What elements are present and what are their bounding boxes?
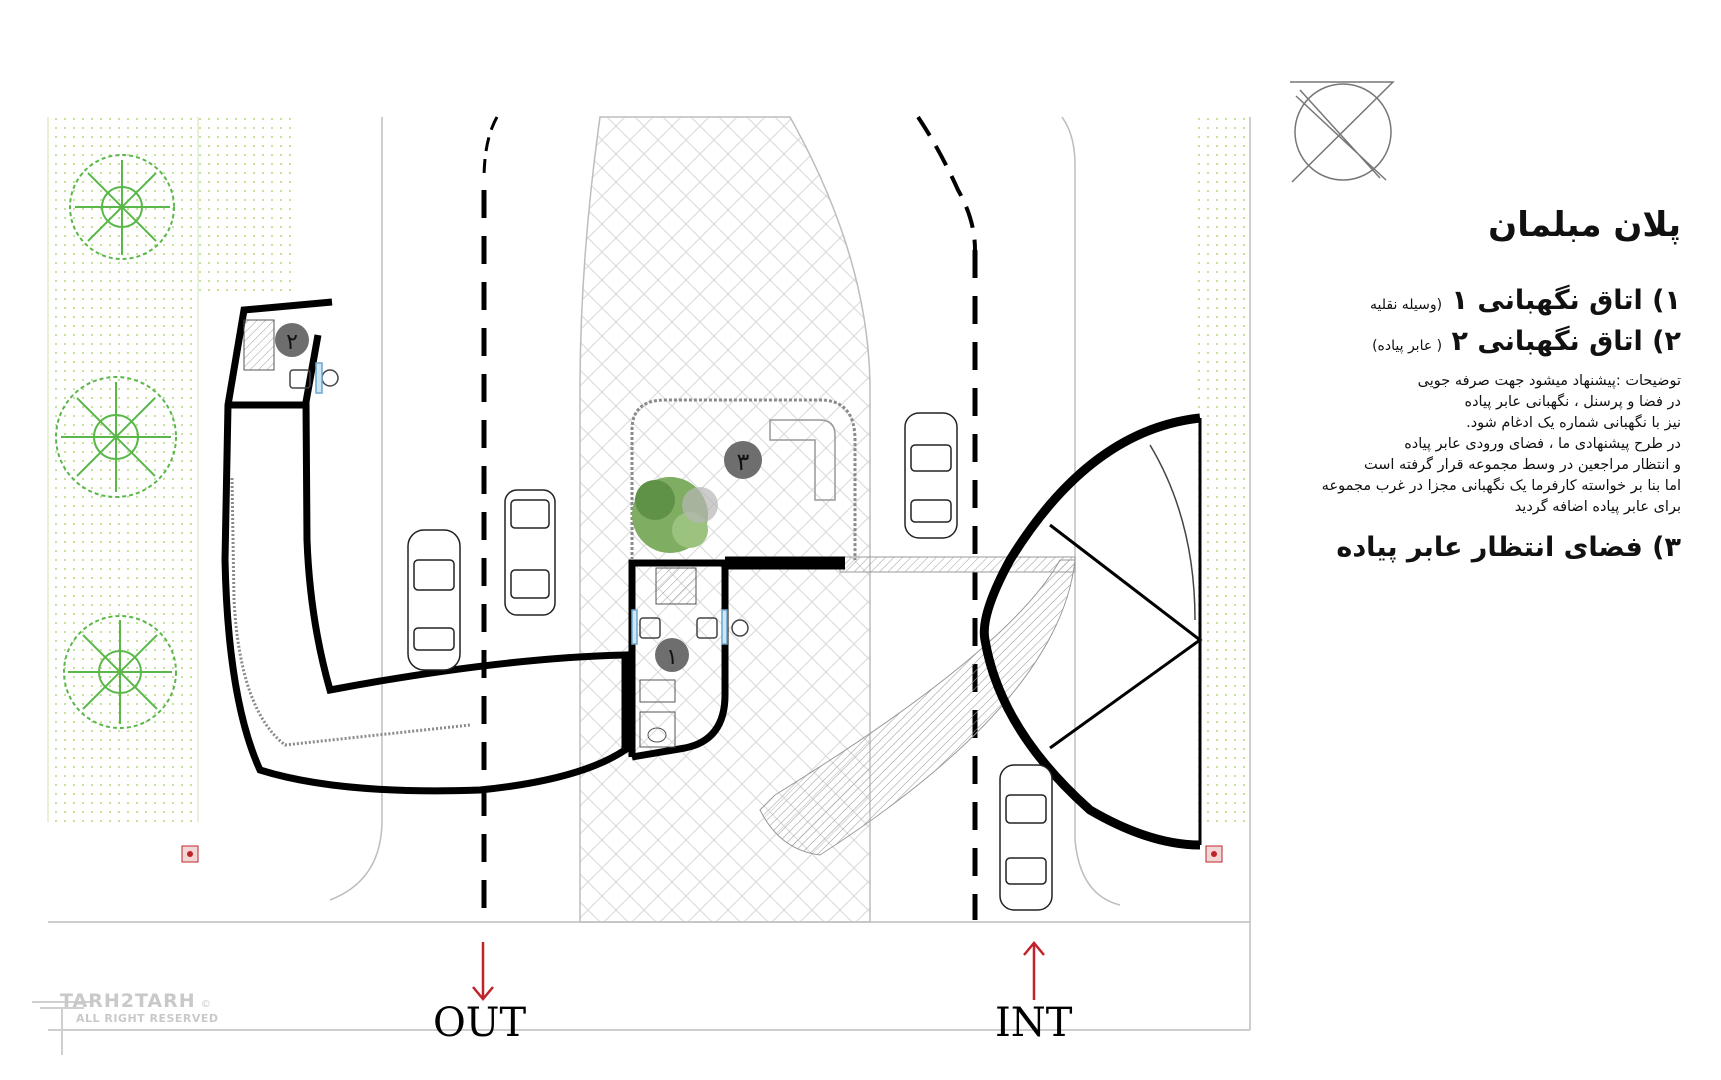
legend-item-waiting: ۳) فضای انتظار عابر پیاده	[1211, 532, 1681, 563]
canopy-arc	[1149, 444, 1196, 621]
out-label: OUT	[433, 1000, 527, 1046]
car-icon	[504, 489, 556, 616]
desk-chair-icon	[289, 362, 339, 394]
notes-block: توضیحات :پیشنهاد میشود جهت صرفه جویی در …	[1211, 371, 1681, 518]
note-line: در طرح پیشنهادی ما ، فضای ورودی عابر پیا…	[1404, 436, 1681, 452]
in-label: INT	[995, 1000, 1073, 1046]
legend-number: ۲)	[1652, 326, 1681, 357]
lane-curve-in	[916, 115, 977, 251]
legend-sub: ( عابر پیاده)	[1372, 338, 1443, 354]
watermark-sub: ALL RIGHT RESERVED	[76, 1012, 219, 1025]
desk-chair-icon	[631, 609, 749, 645]
legend-label: فضای انتظار عابر پیاده	[1336, 532, 1643, 563]
planter	[769, 419, 836, 501]
out-arrow-icon	[472, 942, 494, 1001]
in-arrow-icon	[1023, 941, 1045, 1000]
watermark-brand: TARH2TARH ©	[60, 990, 211, 1012]
note-line: برای عابر پیاده اضافه گردید	[1514, 499, 1681, 515]
note-line: توضیحات :پیشنهاد میشود جهت صرفه جویی	[1417, 373, 1681, 389]
stair-hatch	[655, 567, 697, 605]
marker-1-circle	[655, 638, 689, 672]
marker-3-circle	[724, 441, 762, 479]
legend-label: اتاق نگهبانی ۲	[1451, 326, 1643, 357]
watermark-logo-icon	[32, 1001, 92, 1055]
site-pin-icon	[1205, 845, 1223, 863]
legend-panel: پلان مبلمان ۱) اتاق نگهبانی ۱ (وسیله نقل…	[1211, 205, 1681, 573]
restroom-fixtures	[639, 679, 676, 748]
note-line: نیز با نگهبانی شماره یک ادغام شود.	[1466, 415, 1681, 431]
legend-sub: (وسیله نقلیه	[1370, 297, 1443, 313]
tree-icon	[55, 376, 177, 498]
lane-curve-out	[482, 116, 499, 181]
legend-number: ۱)	[1652, 285, 1681, 316]
legend-item-guard-1: ۱) اتاق نگهبانی ۱ (وسیله نقلیه	[1211, 285, 1681, 316]
tree-icon	[69, 154, 175, 260]
legend-number: ۳)	[1652, 532, 1681, 563]
note-line: اما بنا بر خواسته کارفرما یک نگهبانی مجز…	[1321, 478, 1681, 494]
pedestrian-ramp	[759, 559, 1076, 856]
legend-label: اتاق نگهبانی ۱	[1451, 285, 1643, 316]
bench-row	[230, 477, 471, 747]
note-line: و انتظار مراجعین در وسط مجموعه قرار گرفت…	[1364, 457, 1681, 473]
marker-2-circle	[275, 323, 309, 357]
note-line: در فضا و پرسنل ، نگهبانی عابر پیاده	[1464, 394, 1681, 410]
stair-hatch	[243, 319, 275, 371]
waiting-area-outline	[630, 398, 857, 560]
marker-3-label: ۳	[737, 448, 750, 476]
tree-icon	[632, 477, 718, 553]
car-icon	[904, 412, 958, 539]
watermark: TARH2TARH © ALL RIGHT RESERVED	[30, 990, 219, 1025]
car-icon	[999, 764, 1053, 911]
entrance-canopy	[979, 413, 1201, 850]
landscape-strip-east	[1196, 117, 1248, 829]
site-pin-icon	[181, 845, 199, 863]
tree-icon	[63, 615, 177, 729]
road-edges	[48, 116, 1251, 1031]
curved-building-wall	[221, 298, 629, 795]
guard-room-1-walls	[628, 559, 729, 761]
marker-2-label: ۲	[286, 330, 298, 355]
pedestrian-bridge	[839, 556, 1076, 573]
north-arrow-icon	[1290, 81, 1395, 183]
legend-item-guard-2: ۲) اتاق نگهبانی ۲ ( عابر پیاده)	[1211, 326, 1681, 357]
marker-1-label: ۱	[666, 645, 678, 670]
car-icon	[407, 529, 461, 671]
page-title: پلان مبلمان	[1488, 205, 1681, 245]
paved-island	[579, 116, 871, 923]
